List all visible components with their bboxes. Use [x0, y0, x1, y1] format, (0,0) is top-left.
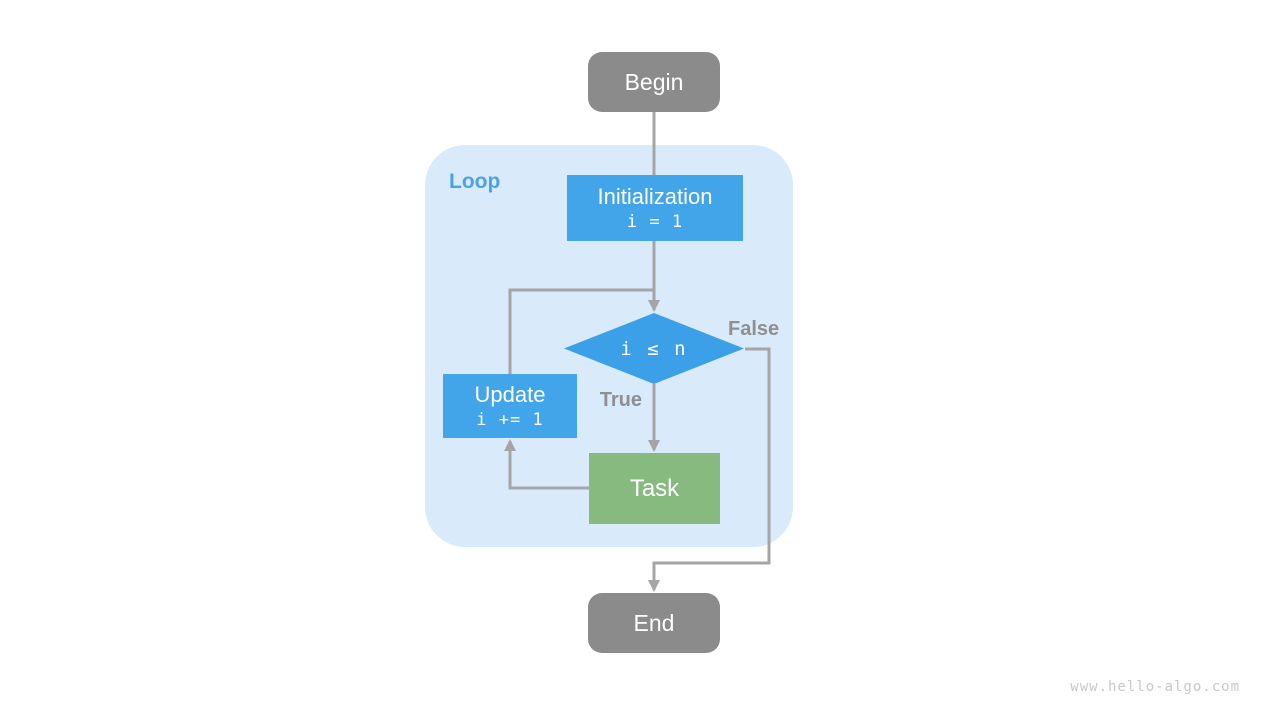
edge-update-to-condition	[508, 288, 655, 374]
end-node: End	[588, 593, 720, 653]
true-branch-label: True	[599, 389, 642, 411]
site-watermark: www.hello-algo.com	[1070, 679, 1240, 695]
update-label: Update	[474, 382, 546, 408]
initialization-code: i = 1	[626, 211, 684, 232]
loop-group-label: Loop	[449, 170, 501, 193]
initialization-node: Initialization i = 1	[567, 175, 743, 241]
edge-condition-to-end	[648, 347, 771, 592]
task-label: Task	[629, 474, 680, 502]
initialization-label: Initialization	[597, 184, 713, 210]
false-branch-label: False	[728, 318, 780, 340]
end-label: End	[633, 609, 675, 636]
task-node: Task	[589, 453, 720, 524]
update-node: Update i += 1	[443, 374, 577, 438]
begin-label: Begin	[624, 68, 684, 95]
begin-node: Begin	[588, 52, 720, 112]
condition-code: i ≤ n	[620, 337, 688, 360]
update-code: i += 1	[476, 409, 544, 430]
edge-task-to-update	[504, 439, 589, 490]
